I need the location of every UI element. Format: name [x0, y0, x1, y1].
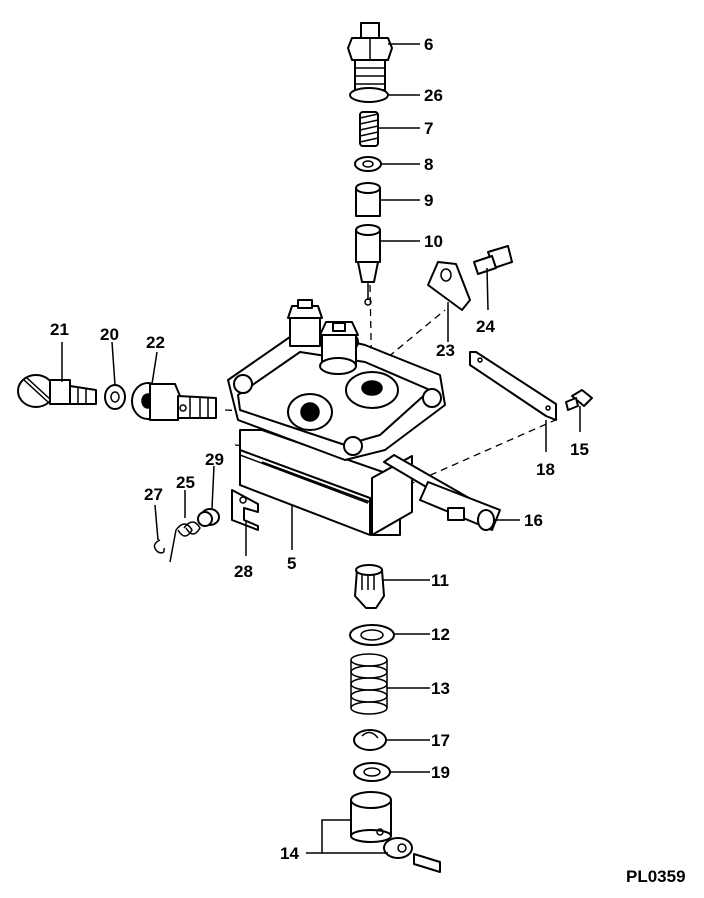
circlip	[153, 539, 165, 554]
callout-13: 13	[431, 679, 450, 698]
leader-14-a	[306, 819, 352, 854]
bracket-screw	[565, 389, 593, 411]
drawing-code: PL0359	[626, 867, 686, 886]
leader-24	[486, 267, 489, 311]
callout-16: 16	[524, 511, 543, 530]
callout-27: 27	[144, 485, 163, 504]
callout-8: 8	[424, 155, 433, 174]
leader-lines	[61, 43, 581, 854]
lock-plate	[231, 489, 259, 531]
delivery-valve	[355, 224, 381, 306]
gasket-ring	[349, 87, 389, 103]
banjo-bolt	[17, 374, 97, 408]
guide-pin	[197, 508, 220, 527]
lower-spring-seat	[353, 729, 387, 751]
clamp-bolt	[473, 245, 513, 275]
callout-14: 14	[280, 844, 299, 863]
valve-spring	[359, 111, 379, 147]
callout-9: 9	[424, 191, 433, 210]
callout-18: 18	[536, 460, 555, 479]
shim-hole	[363, 767, 381, 777]
valve-sleeve	[355, 182, 381, 217]
callout-7: 7	[424, 119, 433, 138]
delivery-valve-holder	[347, 22, 393, 91]
callout-12: 12	[431, 625, 450, 644]
copper-washer-hole	[110, 391, 120, 403]
leader-27	[154, 504, 159, 541]
callout-29: 29	[205, 450, 224, 469]
callout-5: 5	[287, 554, 296, 573]
copper-washer	[104, 384, 126, 410]
leader-22	[151, 351, 158, 385]
callout-15: 15	[570, 440, 589, 459]
callout-10: 10	[424, 232, 443, 251]
upper-spring-seat	[349, 624, 395, 646]
plunger-spring	[350, 653, 388, 715]
upper-seat-hole	[360, 629, 384, 641]
callout-21: 21	[50, 320, 69, 339]
callout-28: 28	[234, 562, 253, 581]
callout-22: 22	[146, 333, 165, 352]
pump-body	[227, 299, 446, 536]
banjo-fitting	[131, 382, 217, 421]
callout-25: 25	[176, 473, 195, 492]
leader-20	[111, 341, 116, 386]
callout-labels: 6 26 7 8 9 10 21 20 22 24 23 15 18 27 25…	[50, 35, 589, 863]
washer	[354, 156, 382, 172]
bracket-plate	[469, 351, 557, 421]
leader-29	[211, 465, 215, 509]
callout-23: 23	[436, 341, 455, 360]
callout-24: 24	[476, 317, 495, 336]
callout-6: 6	[424, 35, 433, 54]
pipe-clamp	[427, 261, 471, 311]
washer-hole	[362, 160, 374, 168]
return-spring	[169, 521, 201, 563]
callout-19: 19	[431, 763, 450, 782]
callout-20: 20	[100, 325, 119, 344]
control-rack	[383, 454, 501, 531]
control-sleeve	[354, 564, 385, 609]
callout-11: 11	[431, 571, 449, 590]
tappet-assembly	[350, 791, 441, 873]
callout-17: 17	[431, 731, 450, 750]
bracket-axis-line	[407, 417, 561, 486]
callout-26: 26	[424, 86, 443, 105]
adjusting-shim	[353, 762, 391, 782]
